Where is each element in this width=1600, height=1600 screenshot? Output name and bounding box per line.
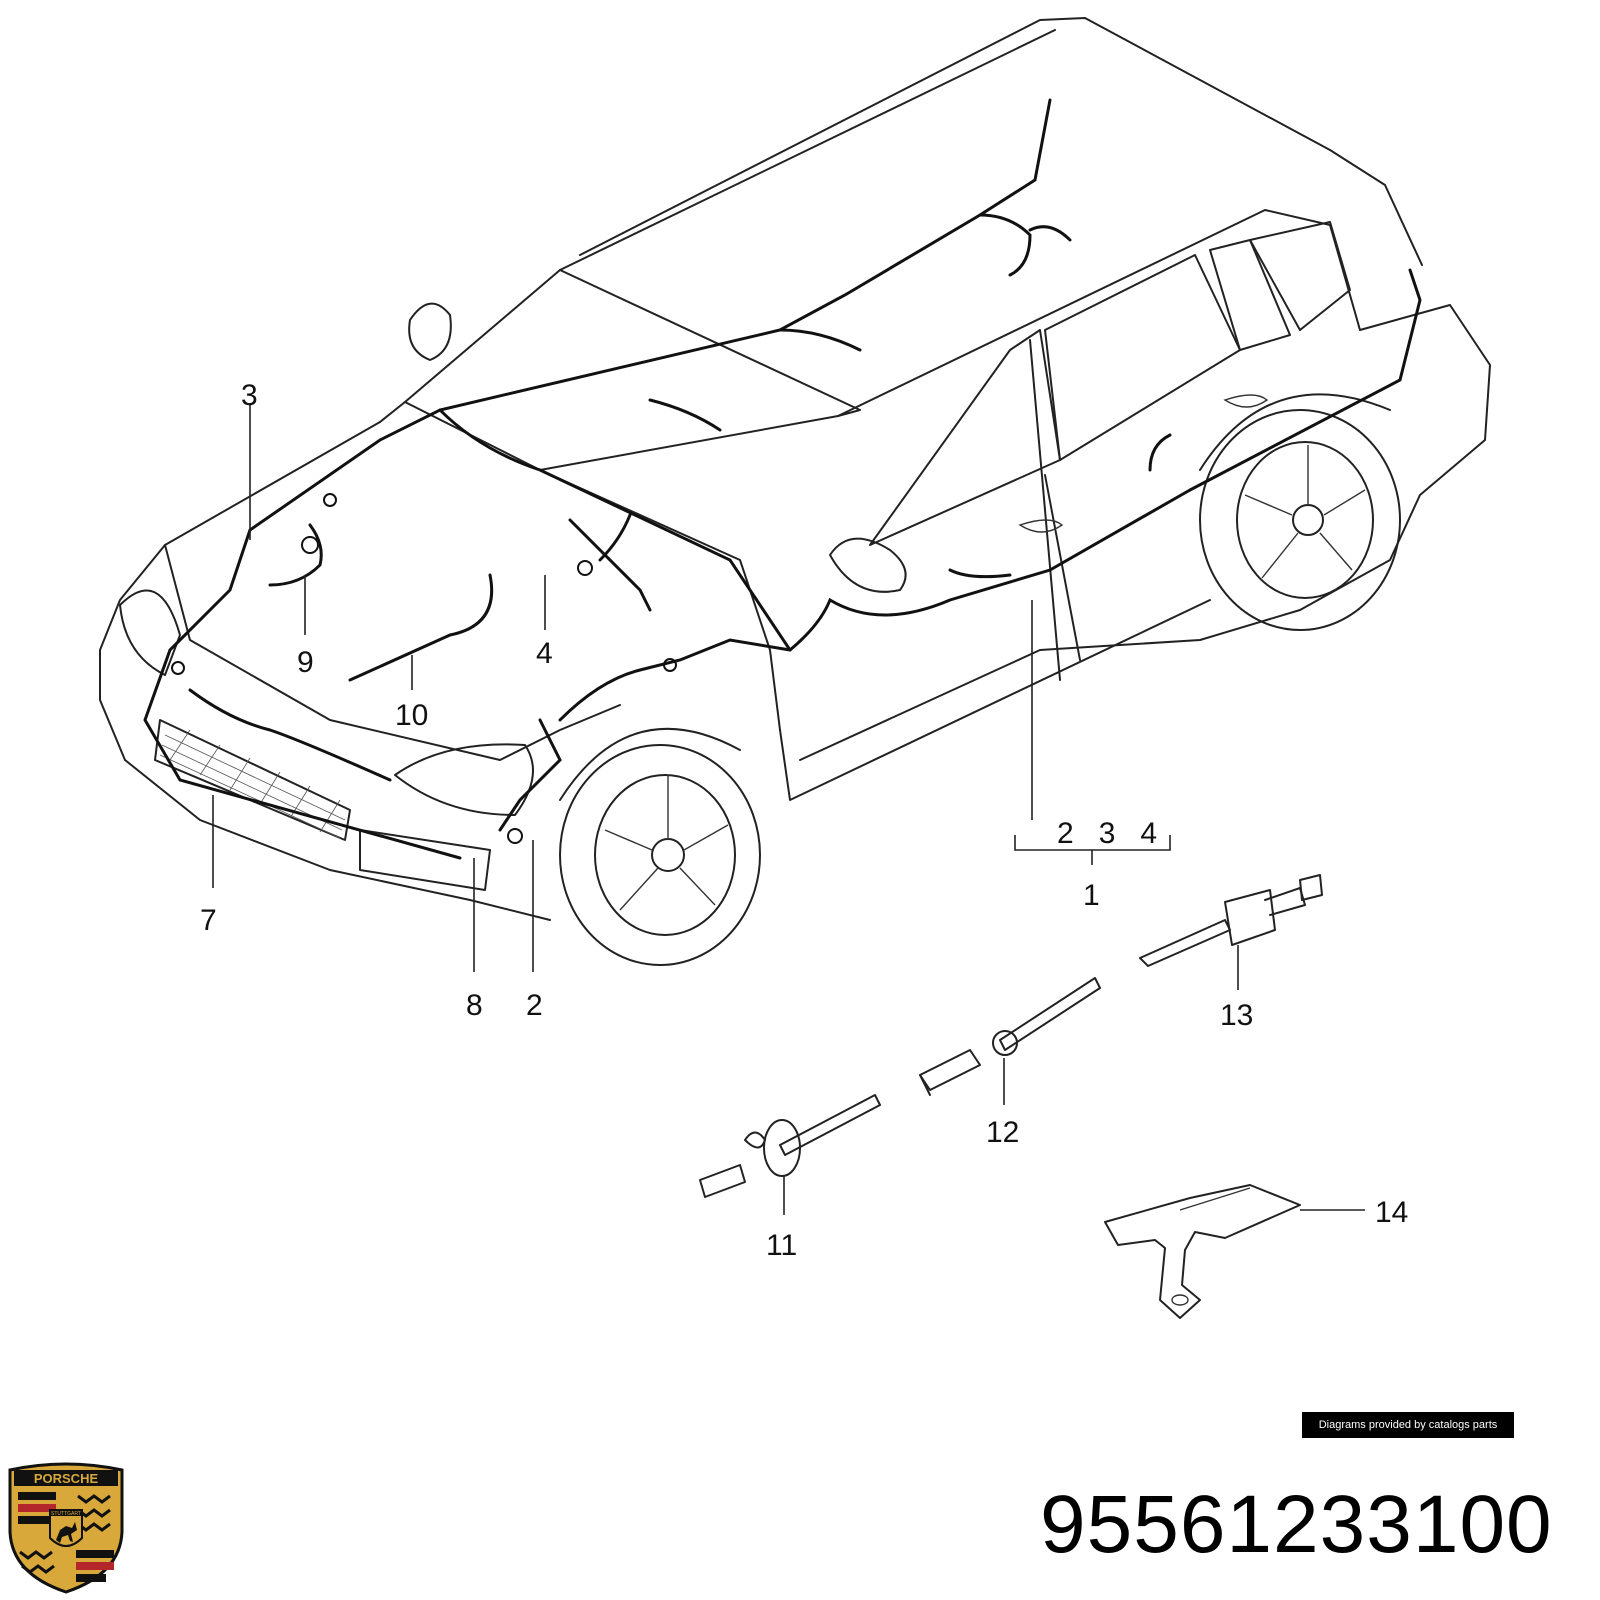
rear-wheel — [1199, 393, 1401, 631]
vehicle-outline — [99, 17, 1491, 966]
callout-10: 10 — [395, 699, 428, 732]
callout-group-2-3-4: 2 3 4 — [1057, 817, 1157, 850]
porsche-crest-logo: PORSCHE STUTTGART — [8, 1462, 124, 1594]
crest-sublettering: STUTTGART — [51, 1511, 81, 1517]
callout-3: 3 — [241, 379, 258, 412]
callout-11: 11 — [766, 1229, 797, 1262]
callout-4: 4 — [536, 637, 553, 670]
crest-lettering: PORSCHE — [34, 1471, 99, 1486]
callout-13: 13 — [1220, 999, 1253, 1032]
wiring-harness — [143, 98, 1422, 860]
part-number: 95561233100 — [1040, 1479, 1553, 1570]
part-14-bracket — [1104, 1184, 1301, 1319]
callout-8: 8 — [466, 989, 483, 1022]
callout-9: 9 — [297, 646, 314, 679]
part-12-cable-tie — [919, 977, 1101, 1096]
callout-2: 2 — [526, 989, 543, 1022]
part-11-cable-tie — [699, 1094, 881, 1198]
front-wheel — [559, 727, 761, 966]
diagram-credit: Diagrams provided by catalogs parts — [1302, 1412, 1514, 1438]
part-13-cable-tie — [1139, 874, 1323, 967]
callout-12: 12 — [986, 1116, 1019, 1149]
leader-lines — [212, 405, 1365, 1215]
callout-14: 14 — [1375, 1196, 1408, 1229]
callout-labels: 3 4 9 10 7 8 2 2 3 4 1 13 12 11 14 — [200, 379, 1408, 1262]
callout-7: 7 — [200, 904, 217, 937]
callout-1: 1 — [1083, 879, 1100, 912]
